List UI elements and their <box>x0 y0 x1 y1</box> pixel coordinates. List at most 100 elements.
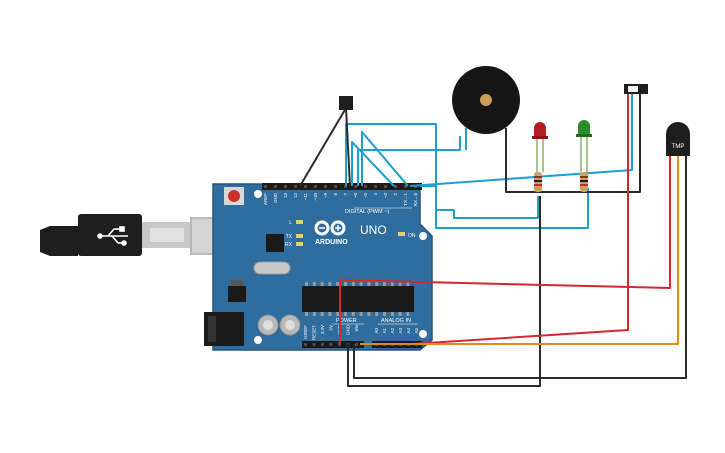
label-rx: RX <box>285 242 293 248</box>
header-hole[interactable] <box>364 185 367 188</box>
pin-label: A0 <box>374 328 379 334</box>
wire-orange-1 <box>360 162 679 345</box>
dc-jack <box>204 312 244 346</box>
header-hole[interactable] <box>334 185 337 188</box>
chip-pin <box>406 312 410 316</box>
chip-pin <box>344 312 347 316</box>
header-hole[interactable] <box>374 185 377 188</box>
header-hole[interactable] <box>304 343 307 346</box>
led-rx <box>296 242 303 246</box>
wire-black-4 <box>353 162 687 379</box>
led-l <box>296 220 303 224</box>
header-hole[interactable] <box>355 343 358 346</box>
label-on: ON <box>408 233 416 239</box>
pin-label: A3 <box>398 328 403 334</box>
arduino-logo <box>314 220 346 236</box>
wire-black-2 <box>345 107 351 187</box>
chip-pin <box>375 312 379 316</box>
chip-pin <box>320 312 324 316</box>
pin-label: A2 <box>390 328 395 334</box>
chip-pin <box>312 312 316 316</box>
header-hole[interactable] <box>264 185 267 188</box>
led-tx <box>296 234 303 238</box>
header-hole[interactable] <box>284 185 287 188</box>
pin-label: ~11 <box>303 193 308 201</box>
potentiometer[interactable] <box>339 96 353 110</box>
piezo-buzzer[interactable] <box>452 66 520 150</box>
pin-label: 5V <box>329 325 334 331</box>
wire-blue-7 <box>435 188 589 229</box>
pin-label: RESET <box>312 325 317 340</box>
chip-pin <box>367 312 371 316</box>
pin-label: Vin <box>354 325 359 332</box>
chip-pin <box>398 282 402 286</box>
chip-pin <box>390 312 394 316</box>
brand-label: ARDUINO <box>315 239 348 246</box>
wire-red-1 <box>339 162 671 344</box>
green-led[interactable] <box>576 120 592 172</box>
tmp-sensor-label: TMP <box>672 144 685 150</box>
chip-pin <box>351 282 355 286</box>
atmega-chip <box>302 282 414 316</box>
tmp-sensor[interactable]: TMP <box>666 122 690 164</box>
header-hole[interactable] <box>314 185 317 188</box>
label-l: L <box>289 220 292 226</box>
wire-blue-5 <box>435 186 539 219</box>
wire-blue-2 <box>351 141 395 187</box>
pin-label: 12 <box>293 193 298 199</box>
pin-label: ~9 <box>323 193 328 199</box>
header-hole[interactable] <box>338 343 341 346</box>
header-hole[interactable] <box>404 185 407 188</box>
label-tx: TX <box>286 234 293 240</box>
wire-blue-6 <box>409 90 633 187</box>
wire-blue-4 <box>361 131 409 187</box>
reset-button[interactable] <box>224 187 244 205</box>
pin-label: AREF <box>263 193 268 205</box>
wire-red-2 <box>411 90 629 345</box>
usb-icon <box>97 226 128 246</box>
chip-pin <box>328 312 332 316</box>
pin-label: ~3 <box>383 193 388 199</box>
pin-label: 13 <box>283 193 288 199</box>
resistor-1[interactable] <box>534 172 542 192</box>
header-hole[interactable] <box>384 185 387 188</box>
wire-blue-1 <box>345 123 437 187</box>
led-on <box>398 232 405 236</box>
digital-header[interactable] <box>262 183 422 190</box>
pin-label: 3.3V <box>320 325 325 334</box>
header-hole[interactable] <box>329 343 333 346</box>
slide-switch[interactable] <box>624 84 648 94</box>
red-led[interactable] <box>532 122 548 172</box>
pin-label: A4 <box>406 328 411 334</box>
wires[interactable] <box>299 90 687 387</box>
capacitors <box>257 314 301 336</box>
chip-pin <box>367 282 371 286</box>
header-hole[interactable] <box>294 185 297 188</box>
pin-label: IOREF <box>303 325 308 339</box>
header-hole[interactable] <box>274 185 277 188</box>
header-hole[interactable] <box>312 343 316 346</box>
pin-label: ~10 <box>313 193 318 201</box>
chip-pin <box>383 312 386 316</box>
crystal <box>253 261 291 275</box>
chip-pin <box>320 282 324 286</box>
header-hole[interactable] <box>344 185 347 188</box>
chip-pin <box>328 282 332 286</box>
resistor-2[interactable] <box>580 172 588 192</box>
chip-pin <box>359 282 363 286</box>
analog-label: ANALOG IN <box>381 318 411 324</box>
chip-pin <box>336 282 340 286</box>
chip-pin <box>351 312 355 316</box>
header-hole[interactable] <box>324 185 327 188</box>
pin-label: 2 <box>393 193 398 196</box>
pin-label: GND <box>346 324 351 335</box>
header-hole[interactable] <box>304 185 307 188</box>
header-hole[interactable] <box>321 343 324 346</box>
header-hole[interactable] <box>354 185 357 188</box>
chip-pin <box>336 312 340 316</box>
header-hole[interactable] <box>394 185 397 188</box>
